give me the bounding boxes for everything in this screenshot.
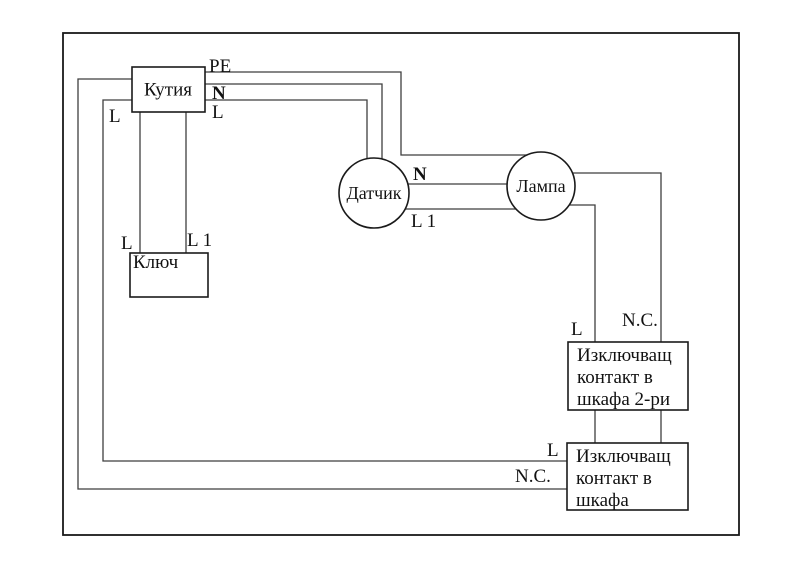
outer-border xyxy=(62,32,740,536)
wire-label-pe: PE xyxy=(209,56,232,77)
cutoff-contact-1-label-line-3: шкафа xyxy=(576,490,629,511)
wire-pe-to-lamp xyxy=(205,71,541,156)
wire-label-n-box: N xyxy=(212,83,226,104)
wire-label-l-switch: L xyxy=(121,233,133,254)
wire-lamp-to-contact2-nc xyxy=(541,172,662,376)
wire-label-n-sensor-lamp: N xyxy=(413,164,427,185)
cutoff-contact-2-label-line-3: шкафа 2-ри xyxy=(577,389,670,410)
junction-box-shape xyxy=(131,66,206,113)
wire-label-l-left: L xyxy=(109,106,121,127)
lamp-shape xyxy=(506,151,576,221)
wire-nc-return-loop xyxy=(77,78,620,490)
wire-label-l1-sensor-lamp: L 1 xyxy=(411,211,437,232)
sensor-label: Датчик xyxy=(346,183,402,203)
sensor-shape xyxy=(338,157,410,229)
cutoff-contact-1-shape xyxy=(566,442,689,511)
cutoff-contact-1-label-line-1: Изключващ xyxy=(576,446,671,467)
wire-label-nc-contact2: N.C. xyxy=(622,310,658,331)
cutoff-contact-1-label-line-2: контакт в xyxy=(576,468,652,489)
cutoff-contact-1-label: Изключващ контакт в шкафа xyxy=(576,446,671,512)
wire-label-l-contact2: L xyxy=(571,319,583,340)
cutoff-contact-2-shape xyxy=(567,341,689,411)
switch-shape xyxy=(129,252,209,298)
cutoff-contact-2-label-line-2: контакт в xyxy=(577,367,653,388)
wire-label-l1-switch: L 1 xyxy=(187,230,213,251)
wire-label-l-contact1: L xyxy=(547,440,559,461)
lamp-label: Лампа xyxy=(516,176,566,196)
switch-label: Ключ xyxy=(133,252,179,273)
wire-l-feed-loop xyxy=(102,99,620,462)
wire-n-to-sensor xyxy=(205,83,383,193)
cutoff-contact-2-label: Изключващ контакт в шкафа 2-ри xyxy=(577,345,672,411)
cutoff-contact-2-label-line-1: Изключващ xyxy=(577,345,672,366)
junction-box-label: Кутия xyxy=(144,79,192,101)
wire-label-nc-contact1: N.C. xyxy=(515,466,551,487)
wire-label-l-box: L xyxy=(212,102,224,123)
